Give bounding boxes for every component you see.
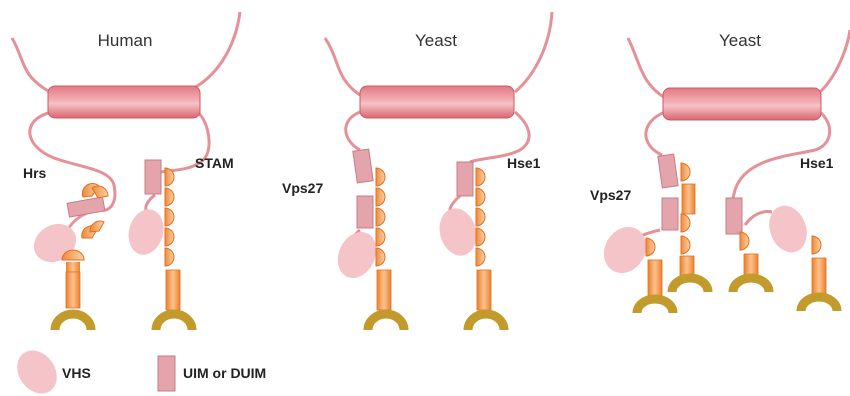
protein-label-vps27: Vps27 <box>590 187 631 203</box>
ubiquitin-moiety <box>92 186 108 198</box>
legend-vhs-label: VHS <box>62 365 91 381</box>
membrane-cargo <box>55 314 91 330</box>
panel-human: Human Hrs STAM <box>12 12 240 330</box>
legend: VHS UIM or DUIM <box>9 343 266 396</box>
protein-label-hrs: Hrs <box>23 165 47 181</box>
membrane-cargo <box>468 314 504 330</box>
membrane-cargo <box>672 278 708 292</box>
vhs-domain <box>434 204 481 260</box>
protein-label-hse1: Hse1 <box>800 155 834 171</box>
uim-domain <box>457 162 473 196</box>
panel-yeast-1: Yeast Vps27 Hse1 <box>282 12 552 330</box>
ubiquitin-chain <box>812 236 826 296</box>
legend-vhs-icon <box>9 343 65 396</box>
ubiquitin-moiety <box>90 221 104 232</box>
legend-uim-label: UIM or DUIM <box>183 365 266 381</box>
protein-label-hse1: Hse1 <box>507 155 541 171</box>
uim-domain <box>726 198 742 234</box>
vhs-domain <box>27 216 83 269</box>
uim-domain <box>145 160 161 194</box>
protein-label-vps27: Vps27 <box>282 180 323 196</box>
legend-uim-icon <box>158 356 175 391</box>
protein-label-stam: STAM <box>195 155 234 171</box>
uim-domain <box>658 154 678 188</box>
panel-yeast-2: Yeast Vps27 Hse1 <box>590 30 850 313</box>
ubiquitin-chain <box>680 163 695 282</box>
ubiquitin-stalk <box>66 262 80 272</box>
ubiquitin-stalk <box>66 272 80 308</box>
membrane-cargo <box>368 314 404 330</box>
coiled-coil-domain <box>48 86 200 118</box>
membrane-cargo <box>801 297 837 311</box>
membrane-cargo <box>733 278 769 292</box>
uim-domain <box>662 198 678 230</box>
ubiquitin-chain <box>476 168 491 310</box>
vhs-domain <box>763 200 813 257</box>
membrane-cargo <box>156 314 192 330</box>
uim-domain <box>67 197 105 217</box>
ubiquitin-chain <box>165 168 180 310</box>
panel-title-yeast-2: Yeast <box>719 31 761 50</box>
uim-domain <box>353 149 373 183</box>
uim-domain <box>357 196 373 228</box>
coiled-coil-domain <box>360 86 514 118</box>
panel-title-yeast-1: Yeast <box>415 31 457 50</box>
vhs-domain <box>124 205 169 258</box>
ubiquitin-chain <box>646 238 662 300</box>
panel-title-human: Human <box>98 31 153 50</box>
coiled-coil-domain <box>663 88 821 120</box>
ubiquitin-chain <box>376 168 391 310</box>
membrane-cargo <box>637 299 673 313</box>
